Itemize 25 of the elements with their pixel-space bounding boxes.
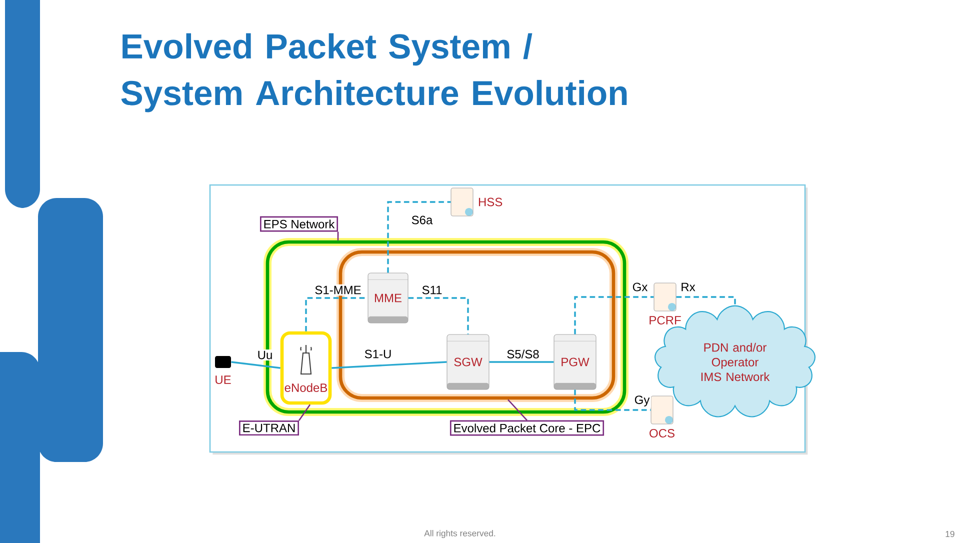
connector-line (408, 297, 469, 334)
server-drawing: MME (368, 272, 408, 324)
server-drawing: PGW (554, 334, 596, 390)
callout-box: Evolved Packet Core - EPC (450, 420, 604, 436)
edge-label: Gy (633, 394, 651, 408)
connector-line (231, 361, 280, 369)
connector-line (387, 201, 451, 273)
title: Evolved Packet System / System Architecture Evolution (121, 33, 627, 112)
connector-line (574, 390, 651, 411)
edge-label: Uu (256, 349, 274, 361)
footer-text: All rights reserved. (424, 530, 496, 538)
footer-text: 19 (946, 530, 954, 538)
connector-line (332, 361, 447, 369)
connector-line (574, 296, 654, 334)
edge-label: Gx (631, 281, 649, 293)
server-drawing: SGW (446, 334, 490, 390)
callout-box: EPS Network (260, 216, 338, 232)
leader-line (337, 232, 339, 240)
base-station-box: eNodeB (280, 331, 332, 405)
leader-line (298, 404, 311, 421)
callout-box: E-UTRAN (239, 420, 299, 436)
connector-line (489, 361, 554, 363)
edge-label: S1-U (363, 348, 393, 360)
connector-line (676, 296, 736, 306)
edge-label: Rx (679, 282, 697, 292)
